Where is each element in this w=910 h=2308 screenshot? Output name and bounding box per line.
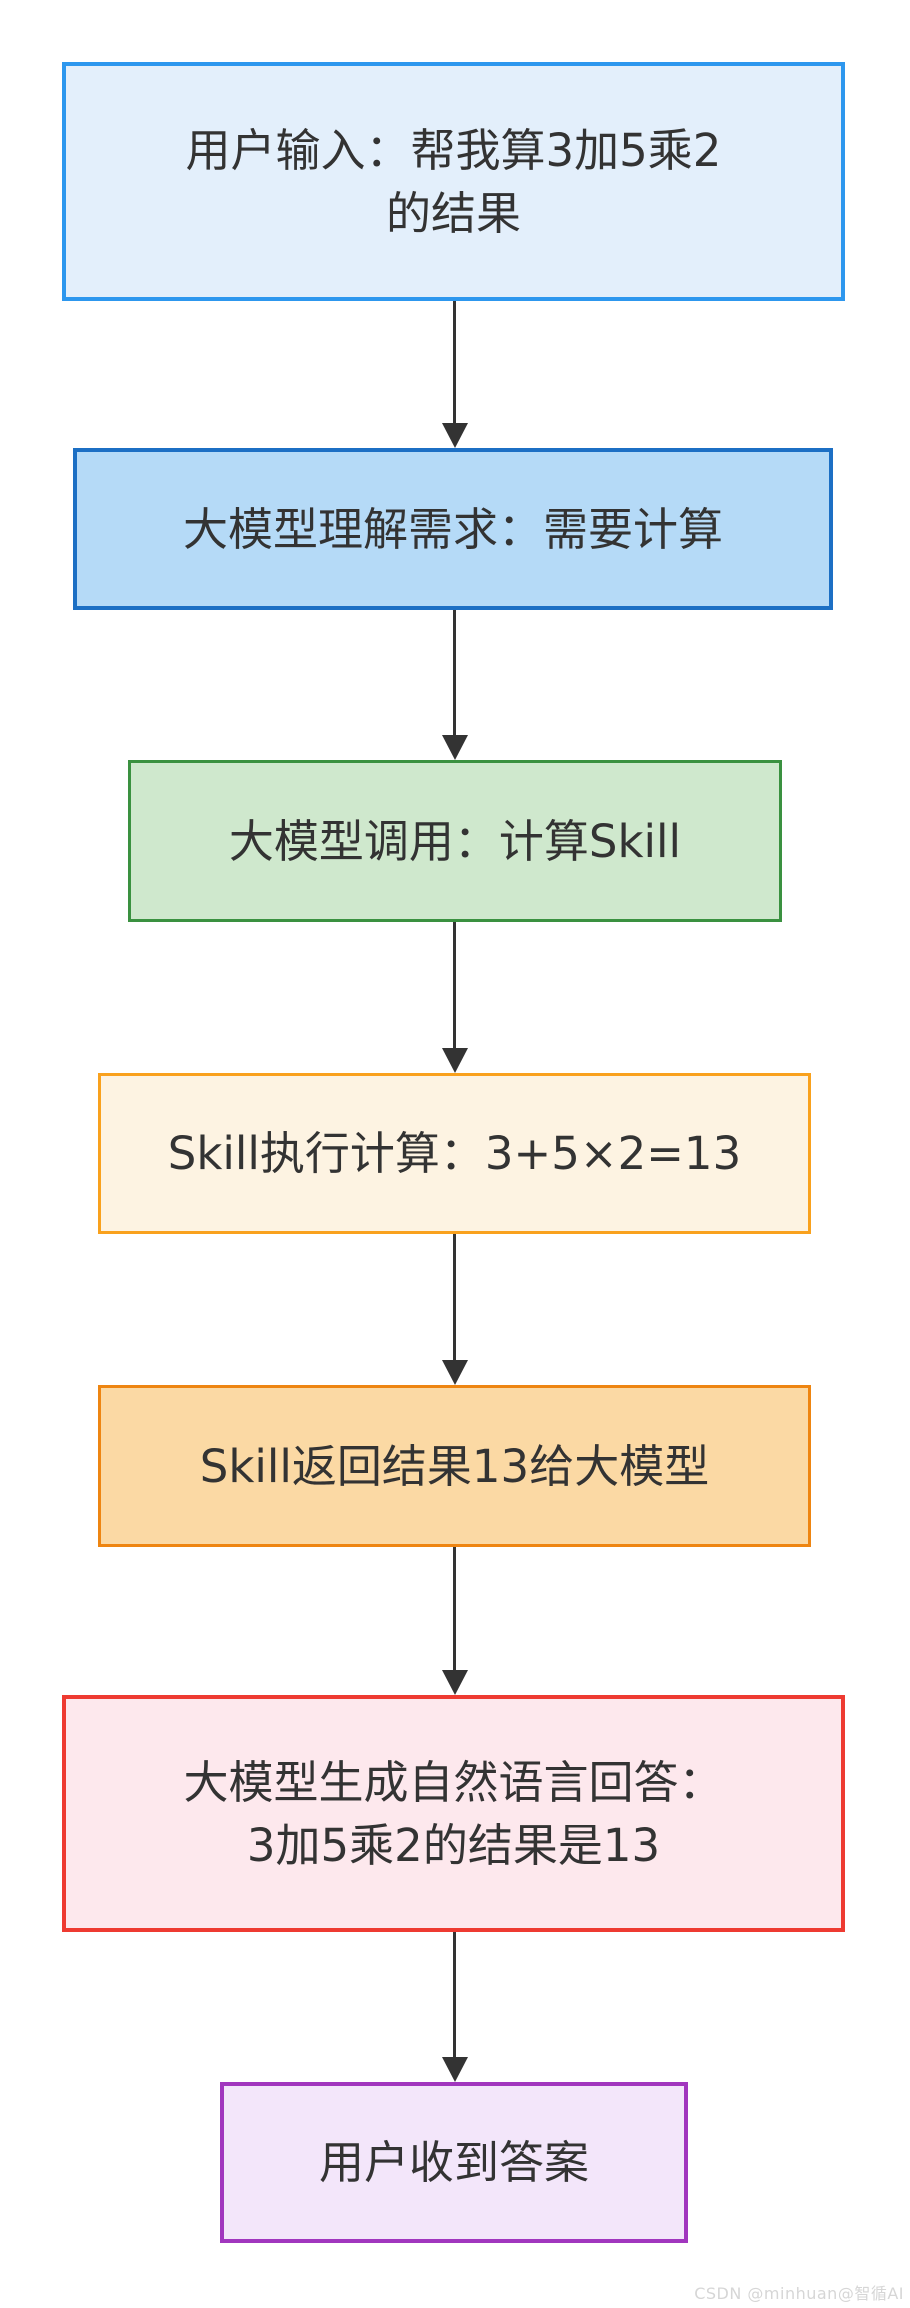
arrow-shaft <box>453 301 456 423</box>
arrow-head-icon <box>441 1048 468 1073</box>
node-text-line: 大模型理解需求：需要计算 <box>182 502 723 556</box>
node-text-line: 用户输入：帮我算3加5乘2 <box>185 123 722 177</box>
node-text-line: Skill返回结果13给大模型 <box>199 1439 710 1493</box>
node-text-line: 大模型生成自然语言回答： <box>183 1755 724 1809</box>
flow-node-llm-understand: 大模型理解需求：需要计算 <box>73 448 833 610</box>
arrow-head-icon <box>441 1360 468 1385</box>
watermark-text: CSDN @minhuan@智循AI <box>694 2284 904 2303</box>
node-text-line: 的结果 <box>385 186 521 240</box>
arrow-shaft <box>453 1932 456 2057</box>
flow-arrow-4 <box>441 1234 468 1385</box>
arrow-head-icon <box>441 2057 468 2082</box>
node-text-line: 用户收到答案 <box>318 2136 589 2189</box>
flow-node-llm-call-skill: 大模型调用：计算Skill <box>128 760 782 922</box>
flow-arrow-6 <box>441 1932 468 2082</box>
arrow-head-icon <box>441 1670 468 1695</box>
flow-arrow-2 <box>441 610 468 760</box>
flow-arrow-3 <box>441 922 468 1073</box>
flow-node-skill-return: Skill返回结果13给大模型 <box>98 1385 811 1547</box>
arrow-shaft <box>453 1234 456 1360</box>
flow-arrow-5 <box>441 1547 468 1695</box>
node-text-line: 大模型调用：计算Skill <box>228 814 682 868</box>
flow-node-user-input: 用户输入：帮我算3加5乘2 的结果 <box>62 62 845 301</box>
arrow-shaft <box>453 1547 456 1670</box>
flow-node-llm-answer: 大模型生成自然语言回答： 3加5乘2的结果是13 <box>62 1695 845 1932</box>
node-text-line: Skill执行计算：3+5×2=13 <box>167 1127 742 1180</box>
flow-arrow-1 <box>441 301 468 448</box>
arrow-shaft <box>453 922 456 1048</box>
flow-node-user-receive: 用户收到答案 <box>220 2082 688 2243</box>
arrow-head-icon <box>441 735 468 760</box>
flow-node-skill-compute: Skill执行计算：3+5×2=13 <box>98 1073 811 1234</box>
arrow-head-icon <box>441 423 468 448</box>
arrow-shaft <box>453 610 456 735</box>
node-text-line: 3加5乘2的结果是13 <box>246 1818 661 1872</box>
